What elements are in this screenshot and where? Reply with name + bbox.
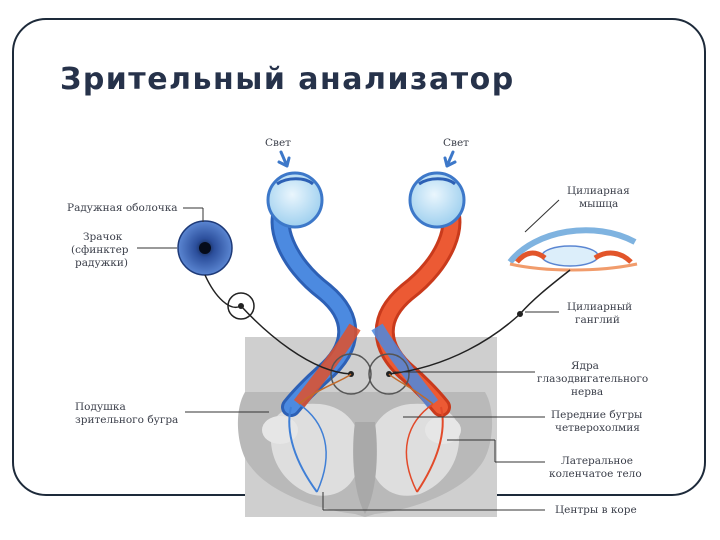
- label-pupil-1: Зрачок: [83, 231, 123, 243]
- right-eye: [408, 171, 466, 229]
- label-iris: Радужная оболочка: [67, 202, 178, 214]
- ciliary-muscle-illustration: [507, 227, 638, 272]
- leader-lines: [137, 199, 560, 511]
- light-arrow-right-icon: [443, 150, 457, 168]
- label-ciliary-muscle-1: Цилиарная: [567, 185, 630, 197]
- visual-pathway-diagram: Свет Свет: [55, 122, 665, 522]
- light-label-left: Свет: [265, 137, 291, 149]
- label-oculomotor-nuclei-3: нерва: [571, 386, 603, 398]
- label-superior-colliculi-2: четверохолмия: [555, 422, 640, 434]
- lgn-left: [262, 416, 298, 444]
- label-ciliary-ganglion-1: Цилиарный: [567, 301, 632, 313]
- label-pupil-2: (сфинктер: [71, 244, 129, 256]
- label-ciliary-muscle-2: мышца: [579, 198, 618, 210]
- brain-section: [237, 337, 497, 517]
- slide-title: Зрительный анализатор: [60, 62, 515, 97]
- label-pulvinar-2: зрительного бугра: [75, 414, 178, 426]
- light-label-right: Свет: [443, 137, 469, 149]
- pupil-ganglion-circle: [227, 292, 255, 320]
- label-cortex-centers: Центры в коре: [555, 504, 637, 516]
- iris-illustration: [177, 220, 233, 276]
- label-lgn-1: Латеральное: [561, 455, 633, 467]
- left-eye: [266, 171, 324, 229]
- label-oculomotor-nuclei-2: глазодвигательного: [537, 373, 648, 385]
- label-pulvinar-1: Подушка: [75, 401, 126, 413]
- label-lgn-2: коленчатое тело: [549, 468, 642, 480]
- light-arrow-left-icon: [277, 150, 291, 168]
- label-ciliary-ganglion-2: ганглий: [575, 314, 620, 326]
- label-oculomotor-nuclei-1: Ядра: [571, 360, 599, 372]
- label-pupil-3: радужки): [75, 257, 128, 269]
- label-superior-colliculi-1: Передние бугры: [551, 409, 642, 421]
